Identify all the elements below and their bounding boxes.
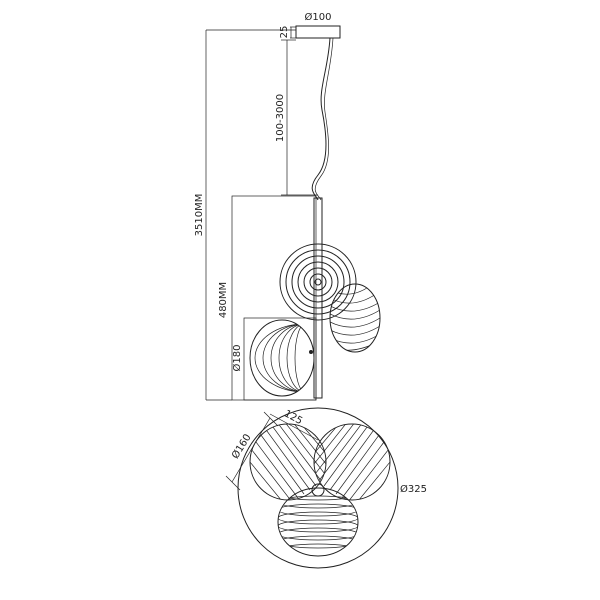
- plan-shade-bottom: [277, 487, 359, 557]
- canopy-diameter-label: Ø100: [305, 11, 332, 23]
- fixture-height-label: 480MM: [218, 282, 229, 318]
- total-height-label: 3510MM: [194, 194, 205, 237]
- fixture-outline-box: [231, 195, 317, 401]
- center-stem: [313, 197, 323, 399]
- right-glass-shade: [329, 283, 381, 353]
- plan-view: Ø325: [225, 407, 427, 569]
- upper-glass-shade: [279, 243, 357, 321]
- lower-glass-shade: [243, 317, 317, 401]
- side-elevation: Ø100 25 100-3000 3510MM 480MM: [194, 11, 381, 401]
- cable-length-label: 100-3000: [275, 94, 286, 142]
- overall-diameter-label: Ø325: [400, 483, 427, 495]
- ceiling-canopy: [295, 25, 341, 39]
- canopy-height-label: 25: [279, 26, 290, 39]
- side-shade-diameter-label: Ø180: [231, 345, 243, 372]
- suspension-cable: [311, 37, 331, 201]
